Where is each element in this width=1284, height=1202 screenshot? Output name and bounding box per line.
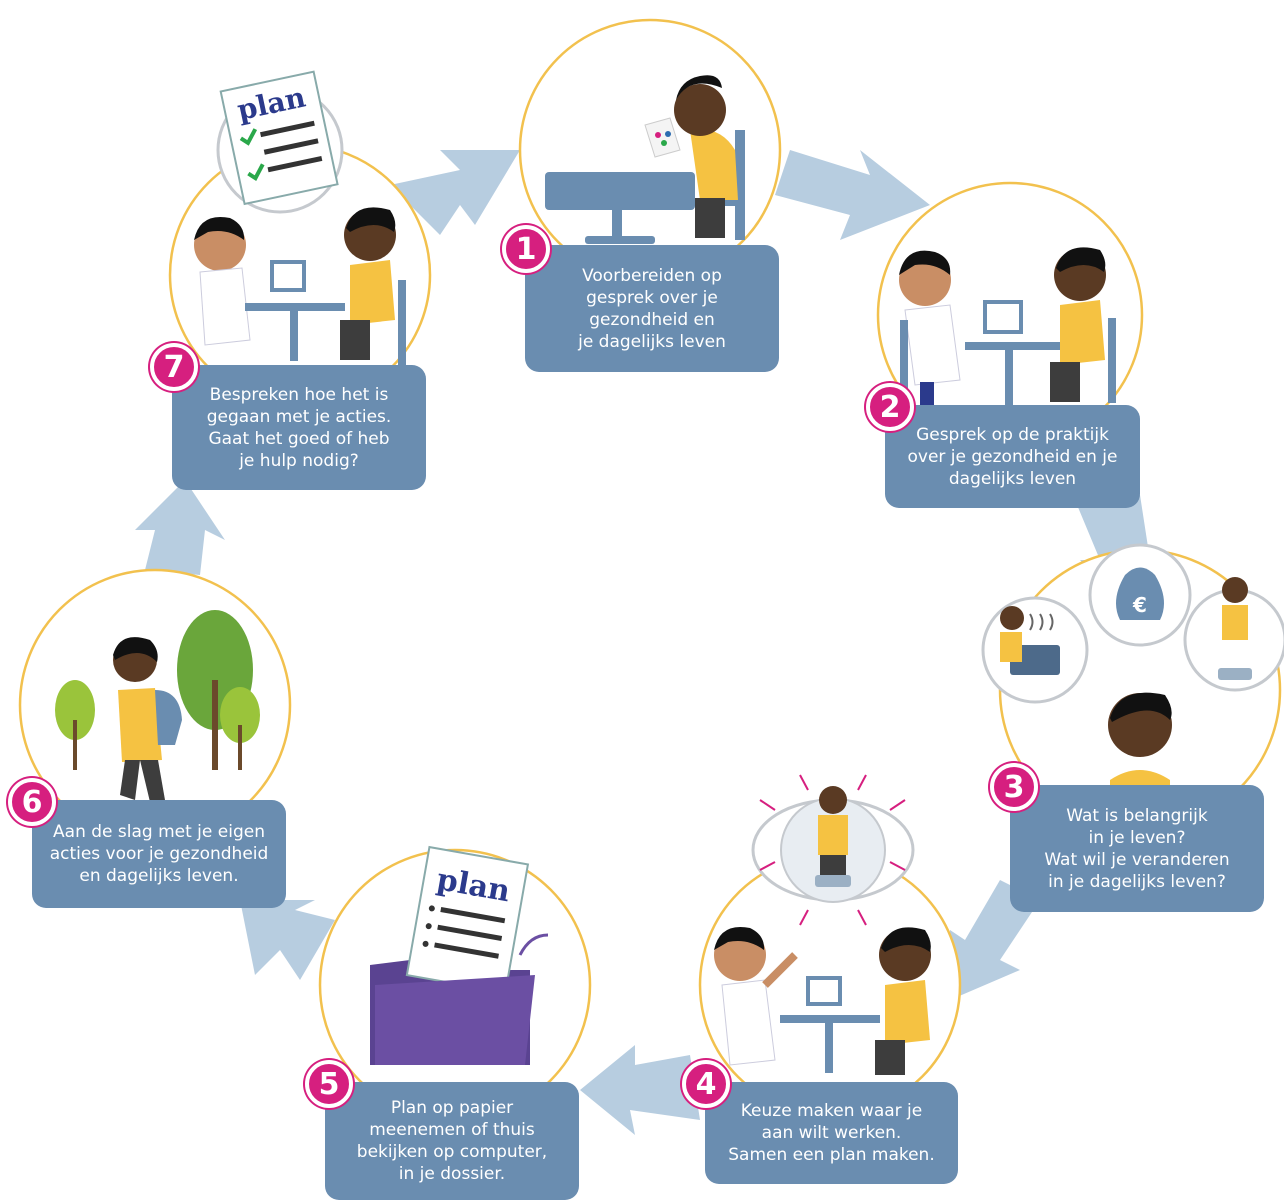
scene-1-illustration — [545, 75, 745, 244]
arrow-7-to-1 — [390, 150, 520, 235]
arrow-6-to-7 — [135, 480, 225, 575]
monitor — [983, 300, 1023, 334]
person-head — [674, 84, 726, 136]
scene-4-illustration — [714, 774, 931, 1075]
money-bag-icon — [1116, 567, 1164, 620]
tree-small — [55, 680, 95, 740]
patient-shirt — [1060, 300, 1105, 365]
step-5-text: Plan op papier meenemen of thuis bekijke… — [356, 1098, 548, 1184]
chair-right — [1108, 318, 1116, 403]
arrow-icon — [518, 933, 549, 956]
euro-symbol: € — [1132, 593, 1147, 617]
backpack — [155, 690, 182, 745]
step-2-text: Gesprek op de praktijk over je gezondhei… — [907, 424, 1118, 489]
step-box-5: Plan op papier meenemen of thuis bekijke… — [325, 1082, 579, 1200]
check-icon — [247, 163, 265, 182]
step-2-badge: 2 — [866, 383, 914, 431]
chair-right — [398, 280, 406, 365]
step-4-badge: 4 — [682, 1060, 730, 1108]
step-6-badge: 6 — [8, 778, 56, 826]
plan-sheet — [219, 70, 339, 206]
step-box-4: Keuze maken waar je aan wilt werken. Sam… — [705, 1082, 958, 1184]
step-box-1: Voorbereiden op gesprek over je gezondhe… — [525, 245, 779, 372]
check-icon — [239, 128, 258, 146]
step-4-text: Keuze maken waar je aan wilt werken. Sam… — [728, 1101, 935, 1165]
step-5-badge: 5 — [305, 1060, 353, 1108]
person-body — [690, 129, 738, 200]
step-box-6: Aan de slag met je eigen acties voor je … — [32, 800, 286, 908]
arrow-4-to-5 — [580, 1045, 700, 1135]
scene-7-illustration: plan — [194, 70, 406, 365]
step-6-text: Aan de slag met je eigen acties voor je … — [49, 822, 269, 886]
step-box-2: Gesprek op de praktijk over je gezondhei… — [885, 405, 1140, 508]
doctor-coat — [904, 304, 961, 386]
arrow-1-to-2 — [775, 150, 930, 240]
tree-medium — [220, 687, 260, 743]
step-3-text: Wat is belangrijk in je leven? Wat wil j… — [1044, 805, 1230, 892]
step-7-badge: 7 — [150, 343, 198, 391]
step-box-3: Wat is belangrijk in je leven? Wat wil j… — [1010, 785, 1264, 912]
scene-2-illustration — [899, 247, 1116, 407]
reading-leaflet — [644, 117, 681, 158]
chair-left — [900, 320, 908, 405]
step-box-7: Bespreken hoe het is gegaan met je actie… — [172, 365, 426, 490]
step-1-text: Voorbereiden op gesprek over je gezondhe… — [578, 265, 726, 352]
folder-front — [375, 975, 535, 1065]
step-1-badge: 1 — [502, 225, 550, 273]
scene-5-illustration: plan — [370, 845, 549, 1065]
scene-3-illustration: € — [981, 543, 1284, 790]
table-cloth — [545, 172, 695, 210]
chair — [735, 130, 745, 240]
scene-6-illustration — [55, 610, 260, 802]
arrow-5-to-6 — [240, 900, 335, 980]
step-3-badge: 3 — [990, 763, 1038, 811]
step-7-text: Bespreken hoe het is gegaan met je actie… — [206, 384, 392, 471]
